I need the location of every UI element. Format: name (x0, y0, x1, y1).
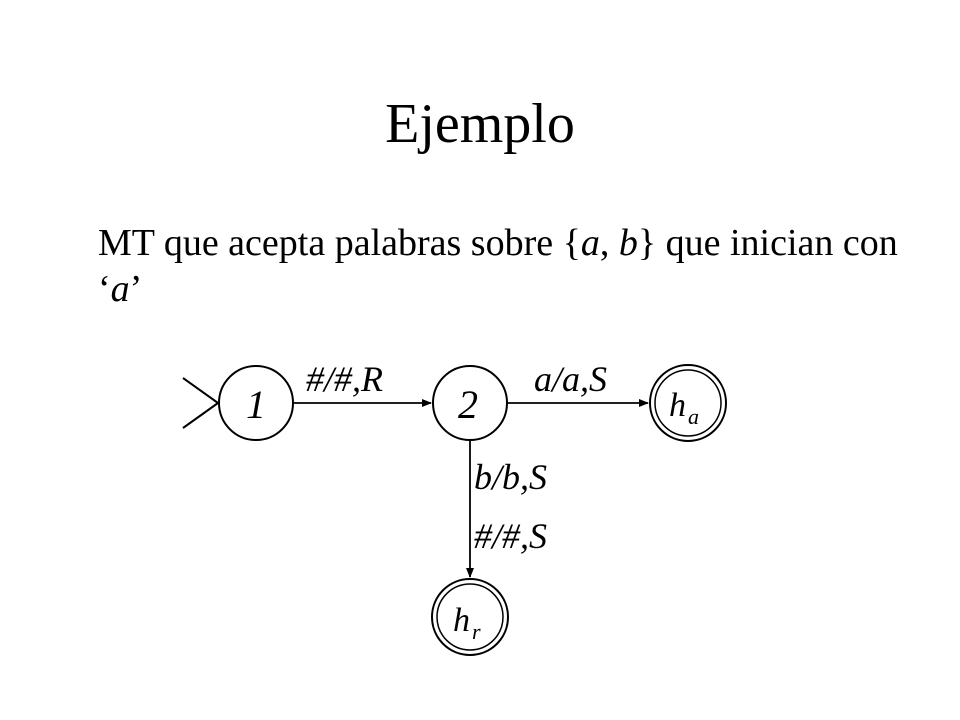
transition-2-to-ha: a/a,S (508, 359, 649, 407)
state-2-label: 2 (458, 382, 478, 427)
desc-quoted-symbol: a (110, 268, 130, 310)
state-hr: h r (431, 578, 509, 656)
transition-2-to-hr-label-1: b/b,S (474, 457, 547, 497)
transition-1-to-2: #/#,R (294, 359, 432, 407)
desc-prefix: MT que acepta palabras sobre { (98, 222, 581, 264)
state-hr-subscript: r (472, 619, 481, 644)
transition-2-to-ha-label: a/a,S (534, 359, 607, 399)
slide-description: MT que acepta palabras sobre {a, b} que … (98, 220, 898, 312)
state-1-label: 1 (246, 382, 266, 427)
state-ha-subscript: a (688, 404, 699, 429)
slide-title: Ejemplo (385, 93, 575, 155)
state-hr-label: h (453, 602, 470, 639)
desc-symbol-a: a (580, 222, 600, 264)
desc-middle: } que inician con ‘ (98, 222, 898, 310)
transition-1-to-2-label: #/#,R (306, 359, 383, 399)
state-2: 2 (432, 365, 508, 441)
state-ha-label: h (669, 387, 686, 424)
desc-suffix: ’ (129, 268, 143, 310)
desc-symbol-b: b (618, 222, 638, 264)
initial-state-marker (182, 377, 219, 429)
state-1: 1 (218, 365, 294, 441)
desc-separator: , (599, 222, 619, 264)
state-ha: h a (649, 364, 727, 442)
transition-2-to-hr-label-2: #/#,S (474, 516, 547, 556)
transition-2-to-hr: b/b,S #/#,S (466, 441, 547, 578)
